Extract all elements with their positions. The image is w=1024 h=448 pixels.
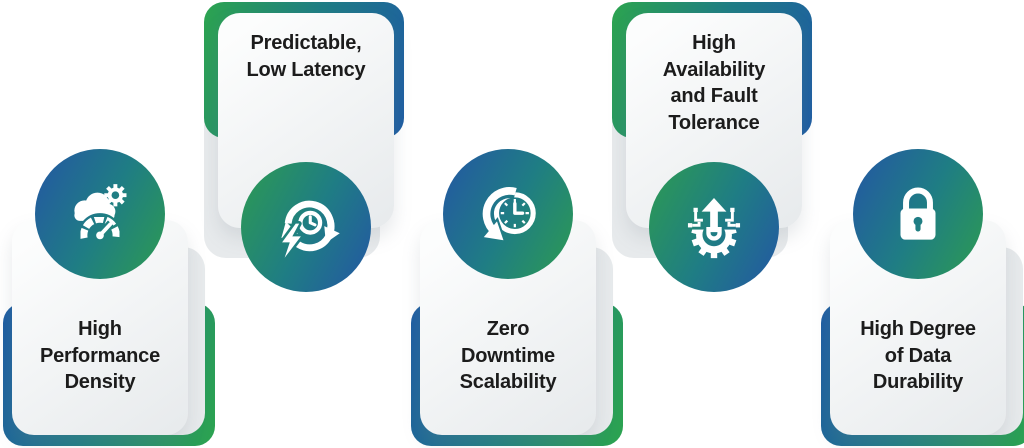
icon-circle	[853, 149, 983, 279]
feature-card-label: High Degree of Data Durability	[860, 318, 976, 393]
downtime-clock-history-icon	[482, 187, 536, 241]
feature-card-label: High Availability and Fault Tolerance	[662, 32, 766, 134]
icon-circle	[35, 149, 165, 279]
feature-item-zero-downtime: Zero Downtime Scalability	[406, 0, 623, 448]
feature-item-low-latency: Predictable, Low Latency	[204, 0, 408, 448]
feature-item-performance-density: High Performance Density	[0, 0, 215, 448]
feature-card-label: High Performance Density	[39, 318, 161, 393]
feature-item-high-availability: High Availability and Fault Tolerance	[612, 0, 816, 448]
feature-card-label: Zero Downtime Scalability	[459, 318, 557, 393]
feature-card-label: Predictable, Low Latency	[246, 32, 366, 81]
latency-sync-clock-icon	[281, 200, 340, 258]
data-durability-lock-icon	[900, 187, 936, 240]
cloud-performance-gauge-icon	[74, 184, 127, 240]
feature-item-data-durability: High Degree of Data Durability	[816, 0, 1024, 448]
icon-circle	[649, 162, 779, 292]
icon-circle	[241, 162, 371, 292]
availability-gear-arrow-icon	[687, 197, 741, 259]
icon-circle	[443, 149, 573, 279]
